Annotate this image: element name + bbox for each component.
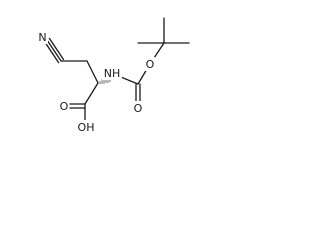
atom-bg <box>102 66 122 80</box>
atom-bg <box>59 99 69 113</box>
bond-alpha-carboxyl <box>84 82 99 105</box>
atom-label-acid-o: O <box>60 100 69 113</box>
atom-bg <box>145 57 155 71</box>
bond-nitrile-2 <box>43 40 60 64</box>
atom-labels: N O NH O O OH <box>37 30 155 134</box>
atom-bg <box>76 120 96 134</box>
bond-skeleton <box>43 17 190 124</box>
atom-label-ester-o: O <box>146 58 155 71</box>
atom-label-amine-nh: NH <box>104 67 121 80</box>
atom-label-carbamate-o: O <box>134 102 143 115</box>
bond-nitrile-1 <box>46 39 62 62</box>
atom-bg <box>133 101 143 115</box>
bond-ch2-alpha <box>86 60 99 84</box>
bond-nitrile-3 <box>48 37 65 61</box>
atom-label-nitrile-n: N <box>38 31 46 44</box>
atom-label-acid-oh: OH <box>78 121 95 134</box>
atom-bg <box>37 30 48 44</box>
structure-diagram: N O NH O O OH <box>37 17 190 134</box>
